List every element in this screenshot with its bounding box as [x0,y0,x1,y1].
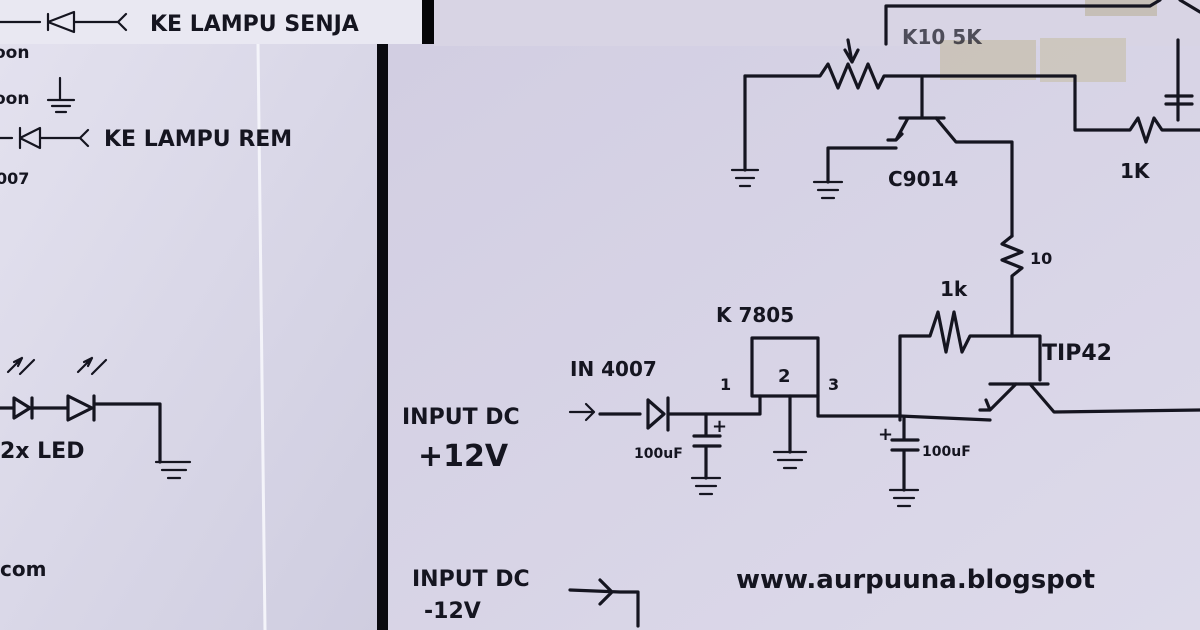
label-tip42: TIP42 [1042,341,1112,366]
fragment-top-1: oon [0,43,29,63]
label-in4007: IN 4007 [570,357,657,381]
reg-pin-3: 3 [828,375,839,394]
label-website: www.aurpuuna.blogspot [736,565,1095,595]
left-schematic: KE LAMPU SENJA oon oon KE LAMPU REM 007 … [0,10,359,581]
divider-gap [377,44,388,630]
label-input-neg-1: INPUT DC [412,567,530,592]
cap-left-plus: + [712,416,727,437]
label-top-partial: K10 5K [902,25,983,49]
label-input-pos-1: INPUT DC [402,405,520,430]
reg-pin-1: 1 [720,375,731,394]
tape-1 [940,40,1036,80]
label-ke-lampu-senja: KE LAMPU SENJA [150,12,359,37]
label-ke-lampu-rem: KE LAMPU REM [104,127,292,152]
left-paper [0,0,378,630]
cap-right-plus: + [878,424,893,445]
label-cap-left: 100uF [634,446,683,462]
label-c9014: C9014 [888,167,958,191]
label-1k-mid: 1k [940,277,968,301]
top-strip [0,0,430,44]
label-input-neg-2: -12V [424,599,481,624]
paper-fold [256,43,267,630]
reg-pin-2: 2 [778,366,791,387]
fragment-top-2: oon [0,89,29,109]
fragment-diode: 007 [0,169,29,188]
label-10: 10 [1030,249,1052,268]
top-strip-dark [422,0,434,44]
label-input-pos-2: +12V [418,439,509,474]
label-1k-right: 1K [1120,159,1151,183]
fragment-bottom: com [0,557,46,581]
label-led: 2x LED [0,439,84,464]
label-cap-right: 100uF [922,444,971,460]
regulator-box [750,336,820,398]
tape-3 [1085,0,1157,16]
label-7805: K 7805 [716,303,794,327]
right-schematic: K10 5K C9014 1K 10 1k TIP42 K 7805 1 2 3 [402,0,1200,628]
